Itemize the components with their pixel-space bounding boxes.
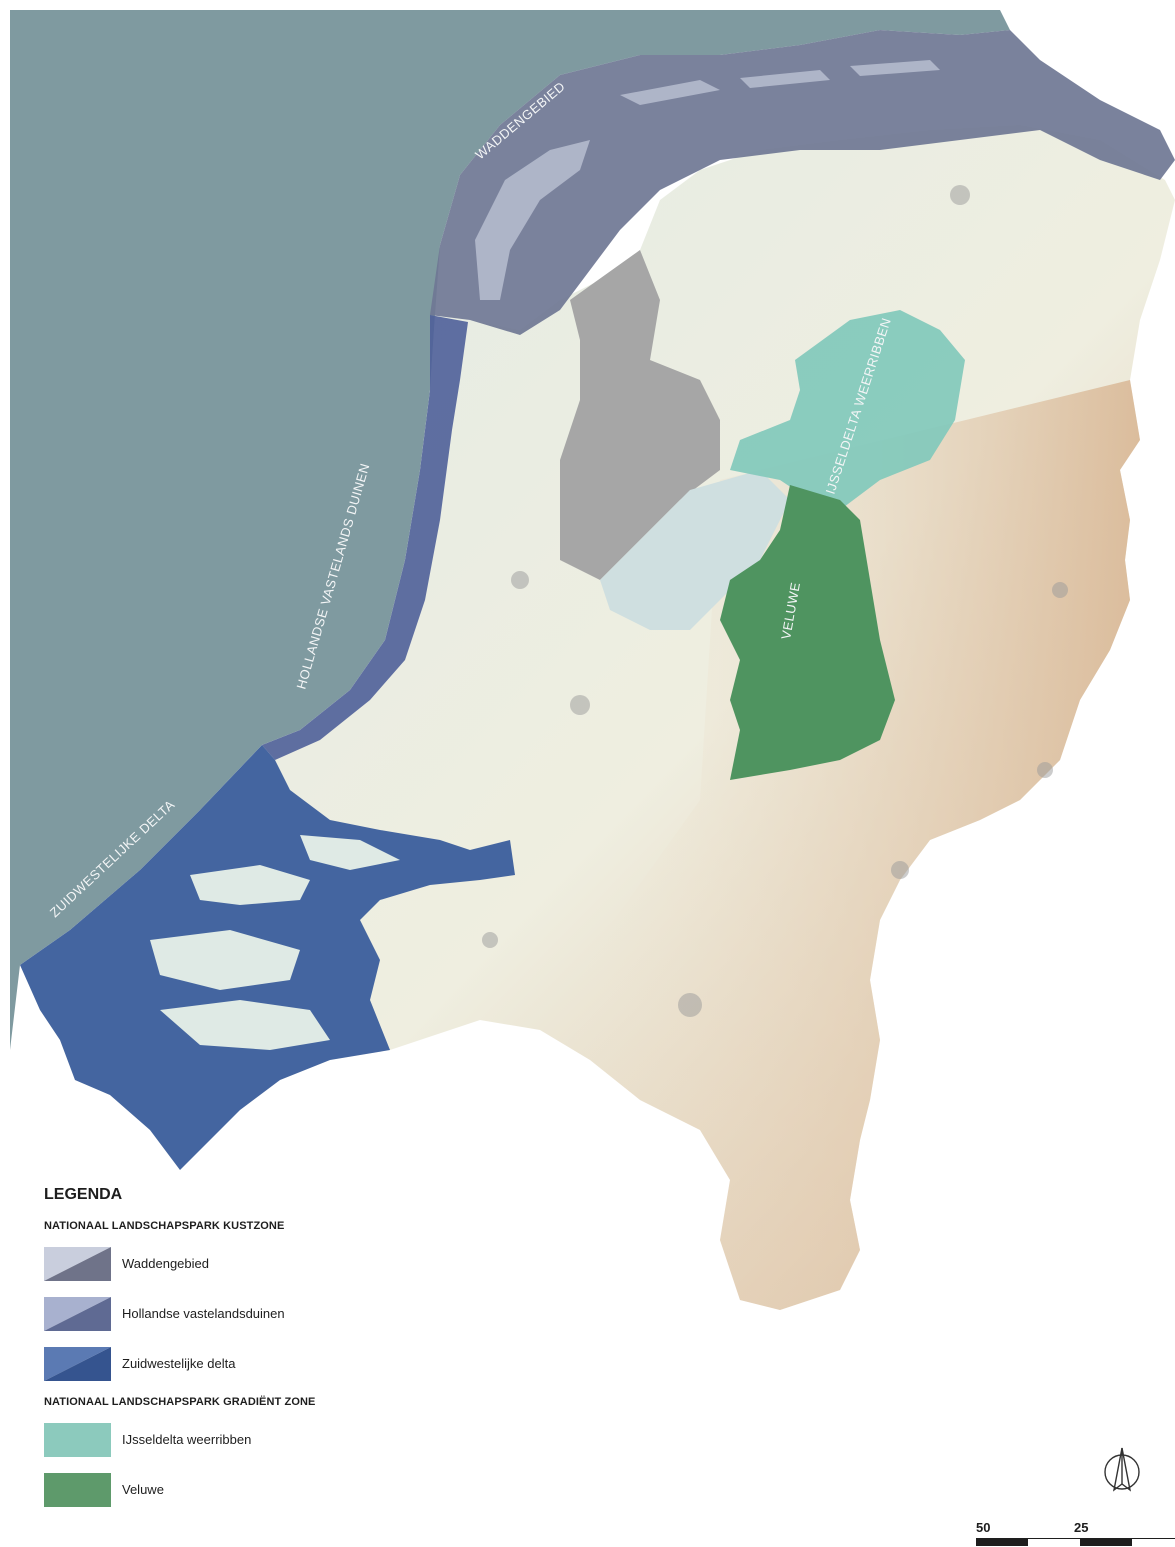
swatch-waddengebied: [44, 1246, 111, 1281]
legend-label-waddengebied: Waddengebied: [122, 1256, 209, 1271]
legend-section-kustzone-title: NATIONAAL LANDSCHAPSPARK KUSTZONE: [44, 1220, 285, 1232]
region-ijsseldelta-weerribben: [730, 310, 965, 510]
region-flevoland-south: [600, 470, 790, 630]
north-arrow-icon: [1100, 1446, 1144, 1498]
north-sea: [10, 10, 1010, 1050]
swatch-veluwe: [44, 1472, 111, 1507]
legend-title: LEGENDA: [44, 1186, 123, 1203]
region-flevoland: [560, 250, 720, 580]
delta-islands: [150, 835, 400, 1050]
legend-item-waddengebied: Waddengebied: [44, 1246, 464, 1281]
land-east-tint: [560, 380, 1140, 1310]
region-veluwe: [720, 485, 895, 780]
scale-bar-segments: [976, 1538, 1175, 1547]
legend-label-veluwe: Veluwe: [122, 1482, 164, 1497]
legend-label-zuidwestelijke-delta: Zuidwestelijke delta: [122, 1356, 236, 1371]
legend-label-hollandse-vastelandsduinen: Hollandse vastelandsduinen: [122, 1306, 285, 1321]
region-waddengebied: [430, 30, 1175, 335]
legend-item-hollandse-vastelandsduinen: Hollandse vastelandsduinen: [44, 1296, 464, 1331]
urban-areas: [482, 185, 1068, 1017]
region-hollandse-vastelandsduinen: [262, 315, 468, 760]
legend-item-veluwe: Veluwe: [44, 1472, 464, 1507]
scale-label-50: 50: [976, 1520, 991, 1535]
legend: LEGENDA NATIONAAL LANDSCHAPSPARK KUSTZON…: [44, 1186, 464, 1522]
legend-section-gradient-title: NATIONAAL LANDSCHAPSPARK GRADIËNT ZONE: [44, 1396, 316, 1408]
legend-label-ijsseldelta-weerribben: IJsseldelta weerribben: [122, 1432, 252, 1447]
scale-label-25: 25: [1074, 1520, 1089, 1535]
swatch-hollandse-vastelandsduinen: [44, 1296, 111, 1331]
swatch-zuidwestelijke-delta: [44, 1346, 111, 1381]
swatch-ijsseldelta-weerribben: [44, 1422, 111, 1457]
legend-item-ijsseldelta-weerribben: IJsseldelta weerribben: [44, 1422, 464, 1457]
legend-item-zuidwestelijke-delta: Zuidwestelijke delta: [44, 1346, 464, 1381]
scale-bar: 50 25: [976, 1520, 1175, 1547]
